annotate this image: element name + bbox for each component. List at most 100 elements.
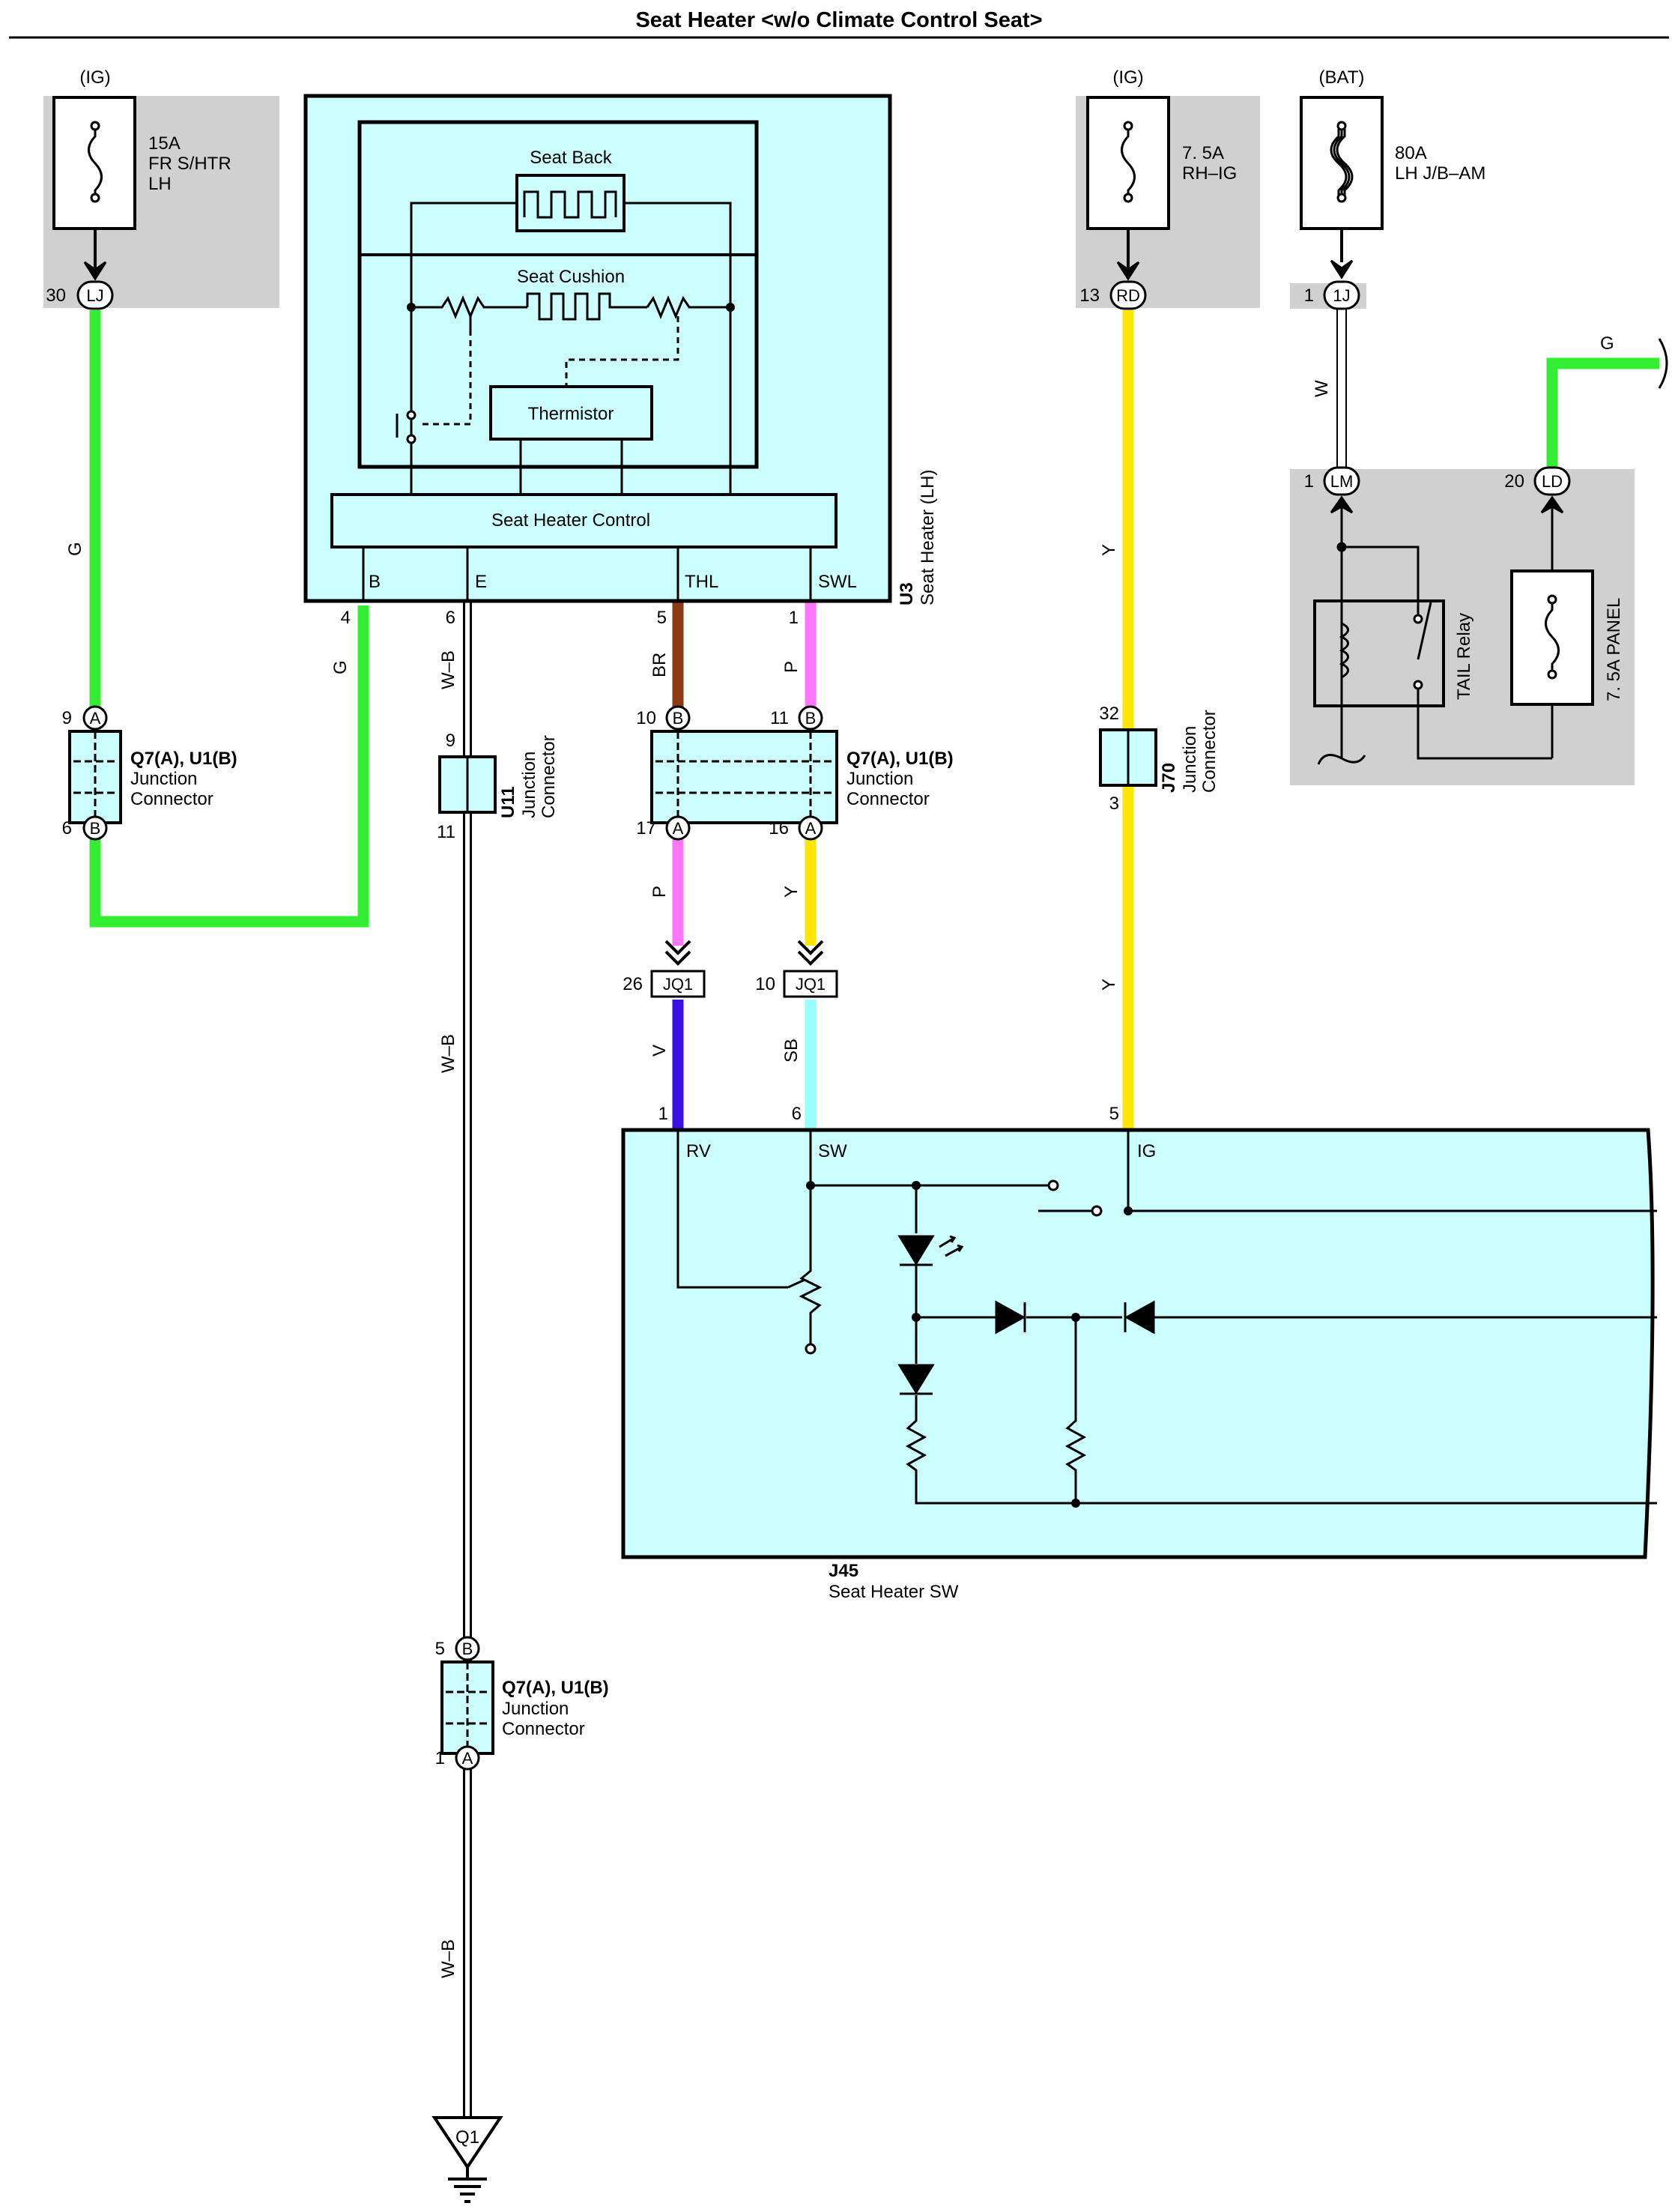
sw-node-2 <box>912 1181 921 1190</box>
connector-ld-label: LD <box>1542 472 1563 491</box>
jc-left-inner <box>73 731 117 823</box>
power-bat: (BAT) <box>1319 67 1365 88</box>
fuse-panel-label: 7. 5A PANEL <box>1604 598 1624 701</box>
sw-node-1 <box>806 1181 815 1190</box>
led-icon <box>897 1235 935 1266</box>
wire-label-v: V <box>649 1045 670 1057</box>
terminal-ig: IG <box>1137 1141 1156 1161</box>
u3-name: Seat Heater (LH) <box>918 470 938 605</box>
connector-rd <box>1109 280 1147 310</box>
heater-element-frame <box>357 120 759 469</box>
fuse-symbol-rh-ig <box>1121 126 1136 198</box>
relay-coil-icon <box>1339 622 1349 679</box>
connector-lm <box>1323 466 1360 496</box>
fuse-name-rh-ig: RH–IG <box>1182 163 1237 184</box>
arrow-ld <box>1540 495 1564 514</box>
jc-mid-pin-b1 <box>665 705 691 731</box>
fuse-rating-rh-ig: 7. 5A <box>1182 143 1224 163</box>
connector-jq1-p-pin: 26 <box>623 974 643 994</box>
jc-mid-connector: Connector <box>846 789 930 809</box>
thermo-switch-contact-bottom <box>406 434 417 444</box>
connector-jq1-y-pin: 10 <box>755 974 775 994</box>
pin-u3-swl: 1 <box>789 608 799 628</box>
fuse-rating-lh-jb-am: 80A <box>1395 143 1427 163</box>
jc-left-pin-b-num: 6 <box>62 818 72 838</box>
cushion-node-right <box>726 303 735 312</box>
jc-mid-pin-b1-num: 10 <box>636 708 656 728</box>
jc-mid-pin-b1-letter: B <box>673 709 684 728</box>
fuse-terminal-bottom <box>1336 193 1347 203</box>
jc-low-pin-a-letter: A <box>462 1749 473 1768</box>
jc-mid-pin-a1-letter: A <box>673 819 684 838</box>
tail-relay-label: TAIL Relay <box>1454 613 1474 700</box>
jc-left-junction: Junction <box>130 769 197 789</box>
wire-label-g-right: G <box>1600 333 1614 354</box>
fuse-terminal-bottom <box>90 193 100 203</box>
wire-break-mark <box>1658 338 1668 389</box>
seat-heater-control-label: Seat Heater Control <box>491 510 650 531</box>
jc-mid-pin-a2-letter: A <box>805 819 817 838</box>
connector-lm-pin: 1 <box>1304 471 1314 492</box>
ground-icon <box>448 2167 487 2203</box>
u11-code: U11 <box>498 786 518 818</box>
ground-triangle <box>431 2116 503 2170</box>
wire-label-g-mid: G <box>330 660 351 674</box>
sw-node-4 <box>1071 1313 1080 1322</box>
seat-heater-switch-unit <box>621 1128 1655 1559</box>
jc-mid-pin-b2-letter: B <box>805 709 817 728</box>
jc-low-inner <box>446 1662 489 1753</box>
arrow-fr-shtr <box>83 261 107 281</box>
connector-jq1-p-label: JQ1 <box>663 975 693 994</box>
connector-lj-label: LJ <box>86 286 103 305</box>
connector-jq1-y-label: JQ1 <box>796 975 826 994</box>
u3-code: U3 <box>897 582 917 605</box>
jc-mid-pin-b2-num: 11 <box>770 708 789 728</box>
jc-left-pin-a <box>82 705 108 731</box>
jc-mid-inner <box>655 731 833 823</box>
jc-left-pin-b <box>82 815 108 841</box>
led-light-arrows <box>939 1235 964 1257</box>
arrow-lh-jb-am <box>1330 259 1354 279</box>
wire-label-wb-3: W–B <box>438 1939 458 1978</box>
relay-switch-icon <box>1417 602 1552 760</box>
jc-left-title: Q7(A), U1(B) <box>130 749 237 769</box>
fuse-name-lh-jb-am: LH J/B–AM <box>1395 163 1485 184</box>
diode-icon-2 <box>1124 1300 1155 1335</box>
connector-rd-pin: 13 <box>1079 285 1100 306</box>
pin-j45-ig: 5 <box>1109 1104 1119 1124</box>
jc-low-pin-b-num: 5 <box>435 1639 445 1659</box>
power-ig-left: (IG) <box>79 67 110 88</box>
thermistor-box <box>489 385 653 441</box>
fuse-rating-fr-shtr: 15A <box>148 133 181 154</box>
connector-jq1-p <box>650 970 706 998</box>
jc-low-title: Q7(A), U1(B) <box>502 1678 609 1698</box>
seat-back-heater-icon <box>523 190 617 219</box>
sw-node-3 <box>912 1313 921 1322</box>
sw-contact-1 <box>1047 1179 1059 1191</box>
j45-code: J45 <box>829 1561 858 1581</box>
wire-label-wb-2: W–B <box>438 1034 458 1073</box>
connector-lj <box>76 280 114 310</box>
j70-junction: Junction <box>1180 726 1200 793</box>
terminal-swl: SWL <box>818 572 857 592</box>
jc-low-pin-a <box>455 1745 480 1771</box>
tail-relay-box <box>1313 599 1445 707</box>
terminal-rv: RV <box>686 1141 711 1161</box>
connector-lj-pin: 30 <box>46 285 66 306</box>
fuse-terminal-top <box>90 121 100 131</box>
power-ig-right: (IG) <box>1112 67 1143 88</box>
j70-pin-bottom: 3 <box>1109 794 1119 814</box>
pin-u3-b: 4 <box>341 608 351 628</box>
fuse-terminal-top <box>1123 121 1133 131</box>
jc-mid-pin-a1 <box>665 815 691 841</box>
j45-name: Seat Heater SW <box>829 1582 959 1602</box>
seat-back-label: Seat Back <box>530 148 612 168</box>
junction-connector-lower <box>440 1636 494 1771</box>
arrow-jq1-y <box>797 940 824 966</box>
connector-1j-label: 1J <box>1333 286 1350 305</box>
fuse-terminal-bottom <box>1547 669 1557 680</box>
wire-label-p-top: P <box>781 661 802 673</box>
j70-connector: Connector <box>1199 710 1220 793</box>
jc-left-connector: Connector <box>130 789 213 809</box>
jc-low-pin-b-letter: B <box>462 1640 473 1658</box>
